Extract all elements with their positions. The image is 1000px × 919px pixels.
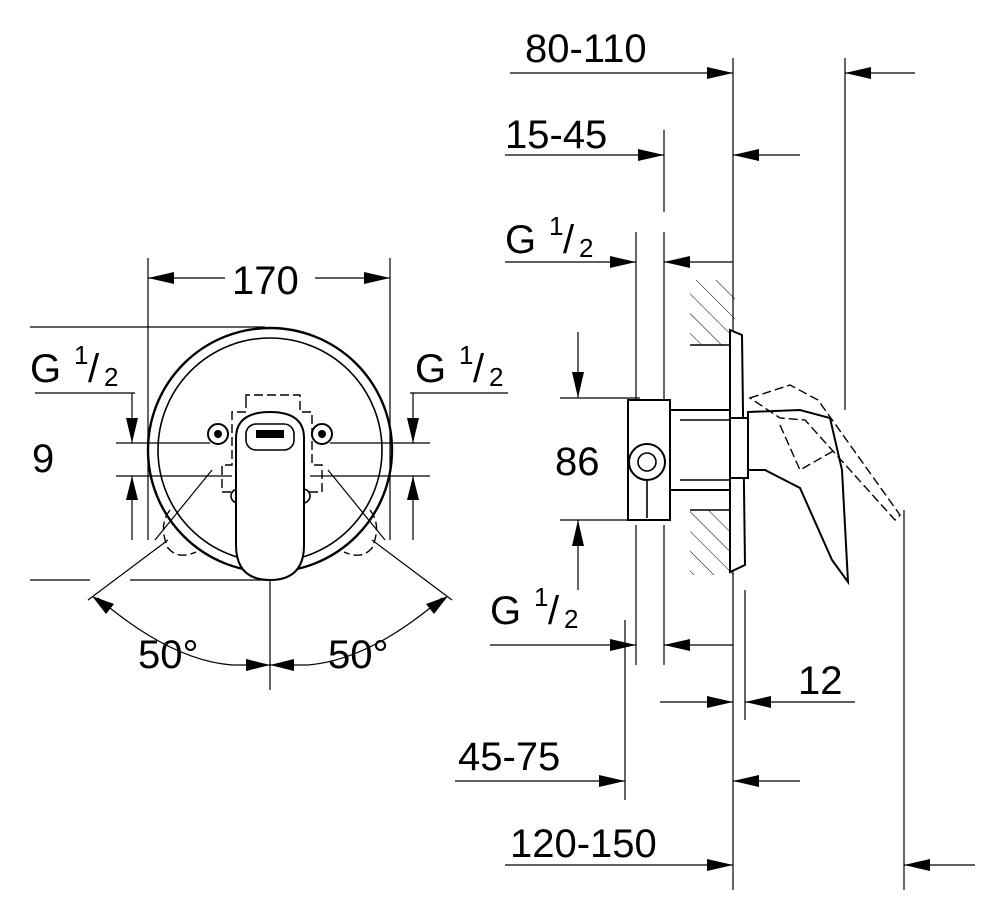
- side-lever-swing: [748, 384, 901, 522]
- svg-text:G: G: [490, 589, 521, 633]
- swing-arc-right: [343, 509, 378, 556]
- depth-inner-label: 15-45: [505, 113, 607, 157]
- outlet-ring-outer: [628, 443, 666, 481]
- thread-right-label: G 1 / 2: [415, 340, 503, 392]
- svg-text:/: /: [88, 347, 100, 391]
- outlet-ring-inner: [637, 452, 657, 472]
- thread-bottom-label: G 1 / 2: [490, 582, 578, 634]
- handle-lever: [235, 410, 305, 582]
- nut-left: [207, 423, 229, 445]
- angle-right-label: 50°: [328, 633, 389, 677]
- valve-neck: [669, 409, 731, 491]
- svg-text:2: 2: [564, 604, 578, 634]
- svg-text:2: 2: [489, 362, 503, 392]
- side-lever: [747, 408, 850, 586]
- angle-left-label: 50°: [138, 633, 199, 677]
- depth-bottom-label: 45-75: [458, 735, 560, 779]
- plate-label: 12: [798, 659, 843, 703]
- height-label: 86: [555, 440, 600, 484]
- depth-outer-label: 80-110: [525, 27, 647, 71]
- side-view: 80-110 15-45 G 1 / 2 86 G 1: [455, 27, 975, 890]
- svg-text:2: 2: [104, 362, 118, 392]
- svg-text:2: 2: [579, 233, 593, 263]
- svg-text:1: 1: [459, 340, 473, 370]
- svg-text:1: 1: [549, 211, 563, 241]
- swing-arc-left: [162, 509, 197, 556]
- wall-upper: [690, 280, 735, 345]
- thread-top-label: G 1 / 2: [505, 211, 593, 263]
- handle-cap: [245, 423, 295, 451]
- depth-total-label: 120-150: [510, 822, 657, 866]
- valve-spindle: [729, 417, 749, 479]
- svg-text:/: /: [563, 218, 575, 262]
- offset-label: 9: [32, 437, 54, 481]
- svg-text:G: G: [415, 347, 446, 391]
- wall-lower: [690, 510, 735, 575]
- svg-text:/: /: [473, 347, 485, 391]
- svg-text:/: /: [548, 589, 560, 633]
- grohe-logo-icon: [256, 430, 284, 438]
- svg-text:G: G: [505, 218, 536, 262]
- width-label: 170: [232, 259, 299, 303]
- nut-right: [311, 423, 333, 445]
- svg-text:G: G: [30, 347, 61, 391]
- svg-text:1: 1: [74, 340, 88, 370]
- thread-left-label: G 1 / 2: [30, 340, 118, 392]
- svg-text:1: 1: [534, 582, 548, 612]
- front-view: 170 9 50° 50° G 1 / 2 G 1 / 2: [30, 258, 508, 690]
